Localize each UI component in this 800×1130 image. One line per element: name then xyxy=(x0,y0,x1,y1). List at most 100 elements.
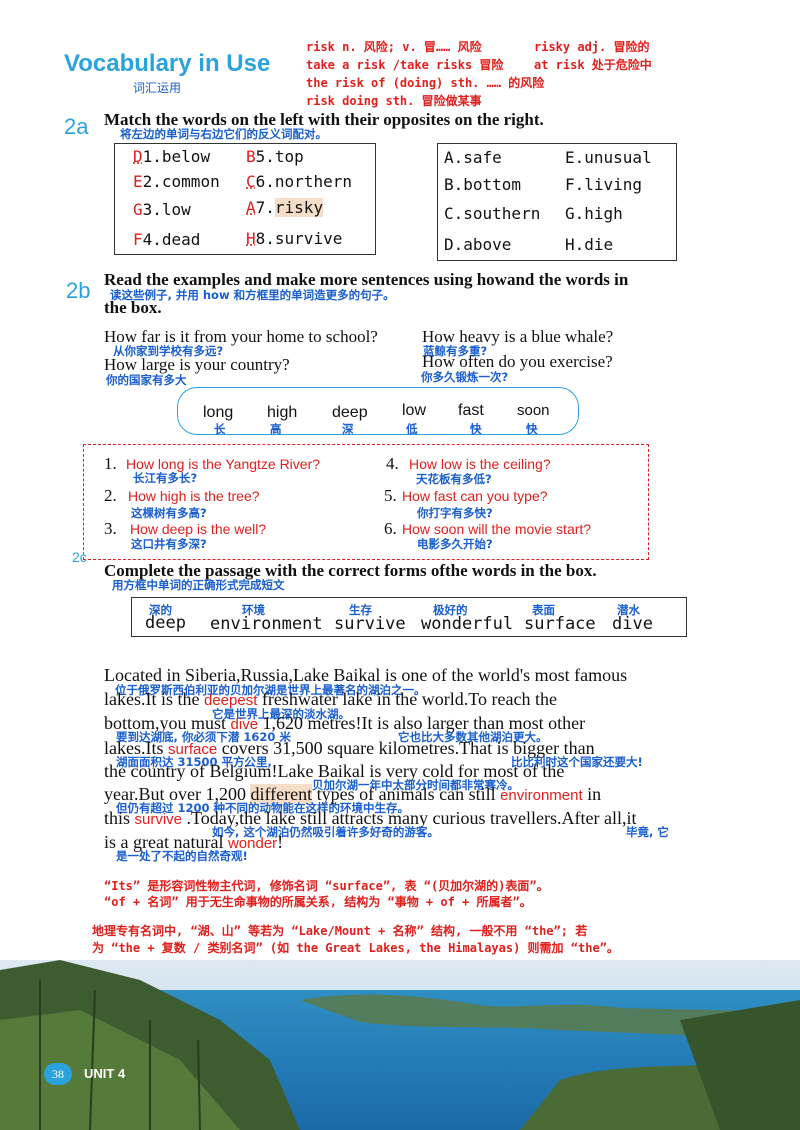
page-number: 38 xyxy=(44,1063,72,1085)
passage-word-cn: 深的 xyxy=(149,603,172,617)
grammar-note: “Its” 是形容词性物主代词, 修饰名词 “surface”, 表 “(贝加尔… xyxy=(104,879,549,893)
note-take-a-risk: take a risk /take risks 冒险 xyxy=(306,58,504,72)
passage-line: bottom,you must dive 1,620 metres!It is … xyxy=(104,713,586,733)
answer-number: 3. xyxy=(104,519,117,538)
match-item: A7.risky xyxy=(246,198,324,217)
passage-word-cn: 生存 xyxy=(349,603,372,617)
answer-number: 2. xyxy=(104,486,117,505)
passage-line-cn: 要到达湖底, 你必须下潜 1620 米 xyxy=(116,730,291,744)
answer-sentence-cn: 天花板有多低? xyxy=(416,472,492,486)
instruction-2b-line1: Read the examples and make more sentence… xyxy=(104,270,629,289)
box-word-cn: 高 xyxy=(270,422,282,436)
unit-label: UNIT 4 xyxy=(84,1066,126,1081)
opposite-word: G.high xyxy=(565,204,623,223)
match-item: G3.low xyxy=(133,200,191,219)
section-number-2a: 2a xyxy=(64,114,89,139)
passage-line-cn: 湖面面积达 31500 平方公里, xyxy=(116,755,272,769)
answer-number: 1. xyxy=(104,454,117,473)
passage-line-cn: 它是世界上最深的淡水湖。 xyxy=(212,707,350,721)
opposite-word: D.above xyxy=(444,235,512,254)
passage-word: environment xyxy=(210,614,323,634)
answer-number: 6. xyxy=(384,519,397,538)
box-word: high xyxy=(267,404,298,421)
match-item: H8.survive xyxy=(246,229,343,248)
example-sentence: How heavy is a blue whale? xyxy=(422,327,614,346)
opposite-word: B.bottom xyxy=(444,175,522,194)
passage-word-cn: 环境 xyxy=(242,603,265,617)
grammar-note: 地理专有名词中, “湖、山” 等若为 “Lake/Mount + 名称” 结构,… xyxy=(92,924,588,938)
passage-line-cn: 如今, 这个湖泊仍然吸引着许多好奇的游客。 xyxy=(212,825,439,839)
answer-sentence-cn: 电影多久开始? xyxy=(417,537,493,551)
section-number-2c: 2c xyxy=(72,549,87,565)
box-word: low xyxy=(402,402,427,419)
note-risk-doing: risk doing sth. 冒险做某事 xyxy=(306,94,482,108)
match-item: B5.top xyxy=(246,147,304,166)
answer-sentence: How low is the ceiling? xyxy=(409,456,551,472)
passage-line-cn: 是一处了不起的自然奇观! xyxy=(116,849,248,863)
opposite-word: C.southern xyxy=(444,204,541,223)
passage-line-cn: 毕竟, 它 xyxy=(626,825,669,839)
passage-line: Located in Siberia,Russia,Lake Baikal is… xyxy=(104,665,628,685)
match-item: D1.below xyxy=(133,147,211,166)
box-word-cn: 快 xyxy=(470,422,482,436)
box-word: deep xyxy=(332,404,368,421)
match-item: C6.northern xyxy=(246,172,352,191)
box-word-cn: 快 xyxy=(526,422,538,436)
passage-line: the country of Belgium!Lake Baikal is ve… xyxy=(104,761,565,781)
note-risky-adj: risky adj. 冒险的 xyxy=(534,40,650,54)
passage-line: year.But over 1,200 different types of a… xyxy=(104,784,602,804)
passage-word-box xyxy=(131,597,687,637)
note-the-risk-of: the risk of (doing) sth. …… 的风险 xyxy=(306,76,545,90)
answers-box xyxy=(83,444,649,560)
instruction-2a-cn: 将左边的单词与右边它们的反义词配对。 xyxy=(120,127,327,141)
example-sentence: How large is your country? xyxy=(104,355,290,374)
answer-sentence: How soon will the movie start? xyxy=(402,521,592,537)
example-sentence-cn: 你的国家有多大 xyxy=(106,373,187,387)
passage-line: lakes.It is the deepest freshwater lake … xyxy=(104,689,557,709)
passage-word: survive xyxy=(334,614,406,634)
example-sentence-cn: 你多久锻炼一次? xyxy=(421,370,509,384)
example-sentence-cn: 蓝鲸有多重? xyxy=(423,344,488,358)
example-sentence-cn: 从你家到学校有多远? xyxy=(113,344,224,358)
passage-word-cn: 潜水 xyxy=(617,603,640,617)
left-words-box xyxy=(114,143,376,255)
passage-line-cn: 比比利时这个国家还要大! xyxy=(511,755,643,769)
passage-word: dive xyxy=(612,614,653,634)
note-at-risk: at risk 处于危险中 xyxy=(534,58,652,72)
instruction-2b-line2: the box. xyxy=(104,298,162,317)
opposite-word: A.safe xyxy=(444,148,502,167)
section-title-cn: 词汇运用 xyxy=(133,81,182,95)
answer-sentence: How long is the Yangtze River? xyxy=(126,456,321,472)
passage-line-cn: 贝加尔湖一年中大部分时间都非常寒冷。 xyxy=(312,778,519,792)
instruction-2b-cn: 读这些例子, 并用 how 和方框里的单词造更多的句子。 xyxy=(110,288,395,302)
passage-line-cn: 位于俄罗斯西伯利亚的贝加尔湖是世界上最著名的湖泊之一。 xyxy=(115,683,426,697)
match-item: E2.common xyxy=(133,172,220,191)
passage-word: deep xyxy=(145,613,186,633)
example-sentence: How often do you exercise? xyxy=(422,352,613,371)
answer-sentence: How high is the tree? xyxy=(128,488,260,504)
passage-line: this survive .Today,the lake still attra… xyxy=(104,808,637,828)
box-word-cn: 低 xyxy=(406,422,418,436)
note-risk-noun: risk n. 风险; v. 冒…… 风险 xyxy=(306,40,482,54)
example-sentence: How far is it from your home to school? xyxy=(104,327,378,346)
answer-number: 4. xyxy=(386,454,399,473)
box-word-cn: 长 xyxy=(214,422,226,436)
opposite-word: H.die xyxy=(565,235,614,254)
instruction-2a: Match the words on the left with their o… xyxy=(104,110,544,129)
box-word: fast xyxy=(458,402,484,419)
passage-word: surface xyxy=(524,614,596,634)
answer-sentence-cn: 这口井有多深? xyxy=(131,537,207,551)
passage-line-cn: 它也比大多数其他湖泊更大。 xyxy=(398,730,548,744)
section-number-2b: 2b xyxy=(66,278,91,303)
lake-photo xyxy=(0,960,800,1130)
passage-line: is a great natural wonder! xyxy=(104,832,284,852)
passage-word-cn: 表面 xyxy=(532,603,555,617)
box-word: long xyxy=(203,404,234,421)
box-word: soon xyxy=(517,402,550,419)
answer-number: 5. xyxy=(384,486,397,505)
right-words-box xyxy=(437,143,677,261)
passage-line-cn: 但仍有超过 1200 种不同的动物能在这样的环境中生存。 xyxy=(116,801,410,815)
passage-word-cn: 极好的 xyxy=(433,603,468,617)
answer-sentence-cn: 你打字有多快? xyxy=(417,506,493,520)
passage-line: lakes.Its surface covers 31,500 square k… xyxy=(104,738,595,758)
